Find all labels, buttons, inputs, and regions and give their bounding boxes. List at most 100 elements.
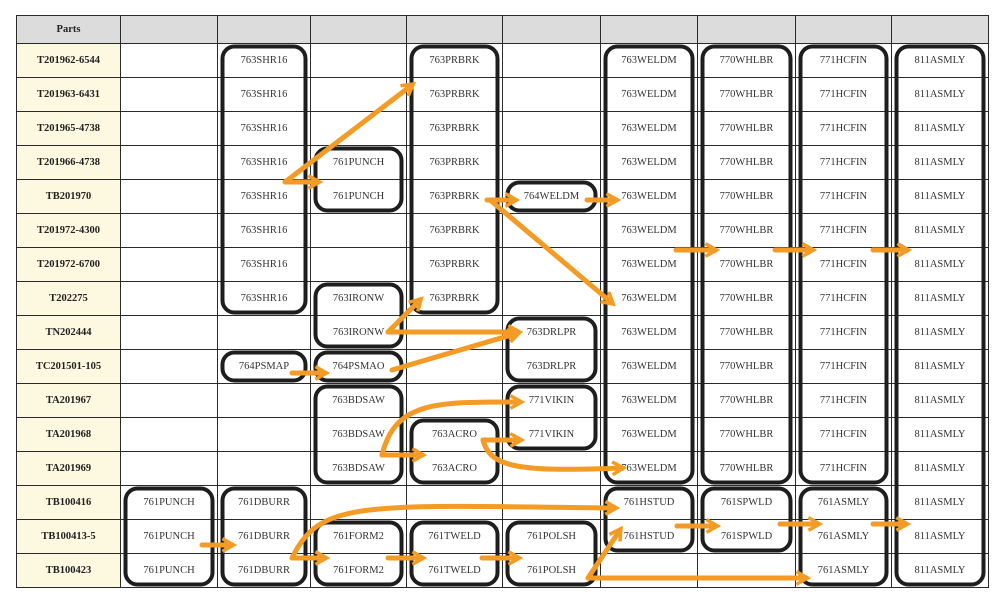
workcenter-cell: 811ASMLY <box>891 77 989 112</box>
workcenter-cell: 763SHR16 <box>217 77 311 112</box>
workcenter-cell: 770WHLBR <box>697 315 796 350</box>
workcenter-cell: 771HCFIN <box>795 383 892 418</box>
workcenter-cell: 763WELDM <box>600 145 698 180</box>
workcenter-cell: 811ASMLY <box>891 43 989 78</box>
workcenter-cell: 761PUNCH <box>310 145 407 180</box>
workcenter-cell <box>217 417 311 452</box>
workcenter-cell <box>406 315 503 350</box>
workcenter-cell: 771VIKIN <box>502 417 601 452</box>
workcenter-cell: 771HCFIN <box>795 43 892 78</box>
workcenter-cell <box>120 383 218 418</box>
header-cell <box>600 15 698 44</box>
workcenter-cell <box>120 179 218 214</box>
workcenter-cell: 770WHLBR <box>697 417 796 452</box>
part-number-cell: TA201967 <box>16 383 121 418</box>
workcenter-cell: 763SHR16 <box>217 111 311 146</box>
workcenter-cell: 771HCFIN <box>795 111 892 146</box>
workcenter-cell <box>600 553 698 588</box>
workcenter-cell: 811ASMLY <box>891 145 989 180</box>
workcenter-cell: 770WHLBR <box>697 451 796 486</box>
workcenter-cell: 761SPWLD <box>697 519 796 554</box>
workcenter-cell: 763IRONW <box>310 281 407 316</box>
workcenter-cell <box>502 213 601 248</box>
routing-table: Parts T201962-6544 763SHR16 763PRBRK 763WEL… <box>16 15 989 588</box>
workcenter-cell: 811ASMLY <box>891 485 989 520</box>
workcenter-cell: 763PRBRK <box>406 43 503 78</box>
workcenter-cell: 761PUNCH <box>120 553 218 588</box>
workcenter-cell <box>502 43 601 78</box>
header-cell <box>406 15 503 44</box>
workcenter-cell <box>120 451 218 486</box>
workcenter-cell <box>217 315 311 350</box>
part-number-cell: TB201970 <box>16 179 121 214</box>
workcenter-cell: 761TWELD <box>406 519 503 554</box>
workcenter-cell: 761POLSH <box>502 553 601 588</box>
header-parts: Parts <box>16 15 121 44</box>
workcenter-cell: 764PSMAO <box>310 349 407 384</box>
workcenter-cell <box>502 485 601 520</box>
workcenter-cell: 770WHLBR <box>697 43 796 78</box>
header-cell <box>120 15 218 44</box>
workcenter-cell: 763WELDM <box>600 179 698 214</box>
part-number-cell: T201972-6700 <box>16 247 121 282</box>
workcenter-cell: 811ASMLY <box>891 315 989 350</box>
workcenter-cell <box>502 451 601 486</box>
workcenter-cell: 770WHLBR <box>697 383 796 418</box>
workcenter-cell: 771HCFIN <box>795 281 892 316</box>
workcenter-cell <box>406 383 503 418</box>
workcenter-cell: 763SHR16 <box>217 281 311 316</box>
workcenter-cell <box>120 145 218 180</box>
workcenter-cell: 763SHR16 <box>217 43 311 78</box>
workcenter-cell: 811ASMLY <box>891 519 989 554</box>
workcenter-cell: 771HCFIN <box>795 247 892 282</box>
workcenter-cell <box>502 145 601 180</box>
workcenter-cell: 761DBURR <box>217 553 311 588</box>
workcenter-cell <box>310 43 407 78</box>
workcenter-cell <box>120 77 218 112</box>
workcenter-cell: 763WELDM <box>600 281 698 316</box>
workcenter-cell: 763PRBRK <box>406 111 503 146</box>
part-number-cell: TB100423 <box>16 553 121 588</box>
workcenter-cell: 764PSMAP <box>217 349 311 384</box>
workcenter-cell: 763WELDM <box>600 77 698 112</box>
workcenter-cell: 770WHLBR <box>697 349 796 384</box>
workcenter-cell: 771VIKIN <box>502 383 601 418</box>
part-number-cell: T201962-6544 <box>16 43 121 78</box>
workcenter-cell: 761ASMLY <box>795 485 892 520</box>
workcenter-cell: 770WHLBR <box>697 111 796 146</box>
workcenter-cell: 763ACRO <box>406 417 503 452</box>
part-number-cell: T201963-6431 <box>16 77 121 112</box>
workcenter-cell <box>502 247 601 282</box>
workcenter-cell <box>120 111 218 146</box>
workcenter-cell: 763WELDM <box>600 417 698 452</box>
workcenter-cell: 771HCFIN <box>795 145 892 180</box>
workcenter-cell: 770WHLBR <box>697 281 796 316</box>
workcenter-cell <box>502 111 601 146</box>
part-number-cell: TA201968 <box>16 417 121 452</box>
workcenter-cell: 763ACRO <box>406 451 503 486</box>
workcenter-cell: 763SHR16 <box>217 179 311 214</box>
workcenter-cell: 771HCFIN <box>795 451 892 486</box>
header-cell <box>502 15 601 44</box>
workcenter-cell: 811ASMLY <box>891 349 989 384</box>
workcenter-cell: 811ASMLY <box>891 451 989 486</box>
workcenter-cell: 761DBURR <box>217 519 311 554</box>
workcenter-cell <box>217 383 311 418</box>
workcenter-cell <box>120 417 218 452</box>
workcenter-cell <box>310 213 407 248</box>
workcenter-cell <box>406 485 503 520</box>
header-row: Parts <box>16 15 989 44</box>
part-number-cell: TB100416 <box>16 485 121 520</box>
workcenter-cell: 763PRBRK <box>406 179 503 214</box>
workcenter-cell: 771HCFIN <box>795 417 892 452</box>
workcenter-cell: 763PRBRK <box>406 281 503 316</box>
